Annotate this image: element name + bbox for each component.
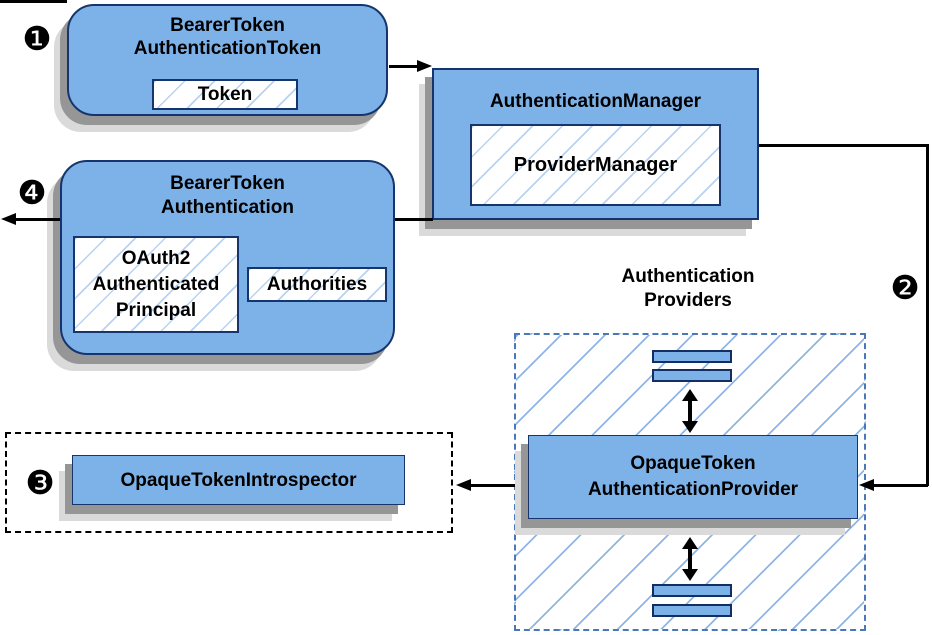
authentication-providers-label-line2: Providers (644, 290, 732, 311)
token-chip-label: Token (197, 83, 253, 105)
opaque-token-introspector-area (5, 432, 453, 533)
flow-line-step2-into-provider (873, 484, 928, 487)
opaque-token-introspector-box: OpaqueTokenIntrospector (72, 455, 405, 505)
provider-list-bar-top-1 (652, 350, 732, 363)
provider-link-arrow-bottom (682, 537, 698, 581)
bearer-token-authentication-token-title-line1: BearerToken (170, 15, 285, 36)
provider-link-arrow-bottom-shaft (688, 549, 692, 569)
bearer-token-authentication-token-box: BearerToken AuthenticationToken Token (67, 4, 388, 116)
authentication-manager-title: AuthenticationManager (489, 91, 702, 112)
oauth2-authenticated-principal-chip: OAuth2 Authenticated Principal (73, 236, 239, 333)
provider-link-arrow-top-shaft (688, 401, 692, 421)
provider-list-bar-bottom-2 (652, 604, 732, 617)
oauth2-chip-line3: Principal (115, 299, 197, 321)
bearer-token-authentication-title-line1: BearerToken (170, 173, 285, 194)
provider-manager-chip: ProviderManager (470, 124, 721, 206)
authorities-chip-label: Authorities (266, 273, 368, 295)
flow-line-manager-to-result (395, 218, 433, 221)
step-1-badge: ❶ (22, 18, 52, 58)
flow-line-to-introspector (470, 484, 530, 487)
flow-line-request-in (0, 0, 67, 3)
opaque-token-authentication-provider-box: OpaqueToken AuthenticationProvider (528, 435, 858, 519)
opaque-token-introspector-label: OpaqueTokenIntrospector (120, 469, 357, 491)
flow-line-step2-vertical (926, 144, 929, 486)
bearer-token-authentication-box: BearerToken Authentication OAuth2 Authen… (60, 160, 395, 355)
step-3-badge: ❸ (25, 462, 55, 502)
opaque-token-authentication-provider-line2: AuthenticationProvider (587, 479, 799, 500)
provider-manager-label: ProviderManager (513, 154, 678, 176)
authentication-providers-label: Authentication Providers (563, 265, 813, 313)
arrowhead-to-authentication-manager (417, 60, 432, 72)
provider-list-bar-bottom-1 (652, 584, 732, 597)
provider-link-arrow-bottom-up-head (682, 537, 698, 549)
flow-line-to-authentication-manager (389, 65, 419, 68)
oauth2-chip-line1: OAuth2 (121, 247, 191, 269)
opaque-token-authentication-provider-line1: OpaqueToken (630, 453, 756, 474)
arrowhead-to-introspector (456, 479, 471, 491)
arrowhead-result-out (1, 213, 16, 225)
bearer-token-authentication-title-line2: Authentication (161, 197, 294, 218)
provider-link-arrow-top (682, 389, 698, 433)
provider-link-arrow-top-up-head (682, 389, 698, 401)
provider-link-arrow-top-down-head (682, 421, 698, 433)
provider-list-bar-top-2 (652, 369, 732, 382)
authentication-providers-label-line1: Authentication (621, 266, 755, 287)
step-4-badge: ❹ (17, 172, 47, 212)
bearer-token-authentication-token-title-line2: AuthenticationToken (133, 38, 322, 59)
arrowhead-into-provider (859, 479, 874, 491)
flow-line-step2-horizontal (759, 144, 928, 147)
oauth2-chip-line2: Authenticated (92, 273, 220, 295)
authorities-chip: Authorities (247, 267, 387, 302)
authentication-manager-box: AuthenticationManager ProviderManager (432, 68, 759, 220)
flow-line-result-out (14, 218, 60, 221)
token-chip: Token (152, 79, 298, 110)
step-2-badge: ❷ (890, 267, 920, 307)
provider-link-arrow-bottom-down-head (682, 569, 698, 581)
